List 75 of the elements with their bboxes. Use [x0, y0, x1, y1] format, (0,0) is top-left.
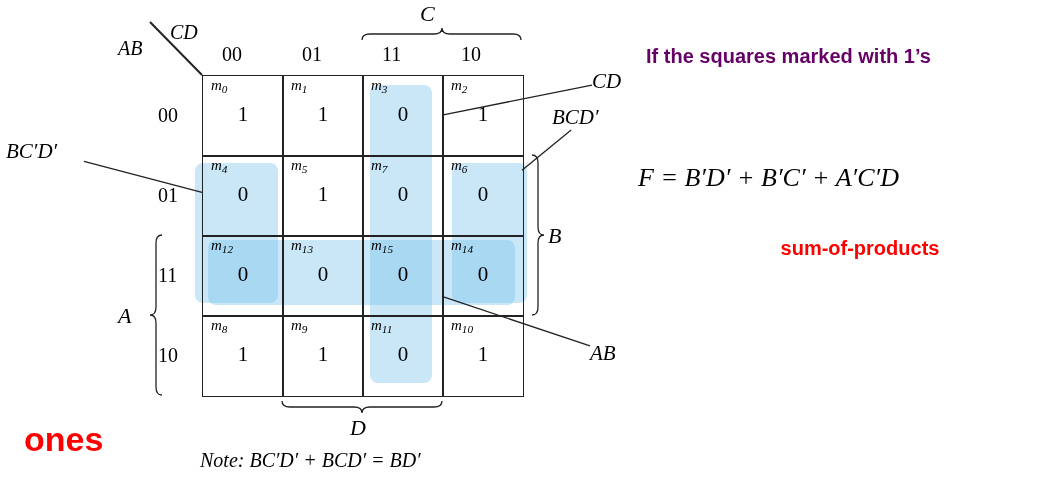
cell-value: 1 — [236, 104, 250, 125]
kmap-cell — [282, 75, 364, 157]
cell-value: 0 — [476, 264, 490, 285]
cell-value: 1 — [316, 184, 330, 205]
minterm-label: m$_{0}$ — [211, 78, 228, 93]
minterm-label: m$_{14}$ — [451, 238, 474, 253]
label-text: 01 — [302, 42, 323, 67]
minterm-label: m$_{15}$ — [371, 238, 394, 253]
kmap-cell — [442, 75, 524, 157]
cell-value: 1 — [316, 104, 330, 125]
label-text: ones — [24, 419, 105, 460]
minterm-label: m$_{9}$ — [291, 318, 308, 333]
kmap-cell — [202, 235, 284, 317]
kmap-cell — [202, 315, 284, 397]
label-text: 10 — [158, 343, 179, 368]
cell-value: 0 — [236, 184, 250, 205]
minterm-label: m$_{5}$ — [291, 158, 308, 173]
kmap-cell — [362, 235, 444, 317]
kmap-cell — [442, 155, 524, 237]
minterm-label: m$_{2}$ — [451, 78, 468, 93]
kmap-cell — [362, 315, 444, 397]
label-text: 11 — [158, 263, 179, 288]
label-text: F = B′D′ + B′C′ + A′C′D — [638, 162, 901, 194]
kmap-cell — [282, 315, 364, 397]
kmap-cell — [362, 75, 444, 157]
label-text: B — [548, 222, 563, 250]
minterm-label: m$_{6}$ — [451, 158, 468, 173]
label-text: sum-of-products — [779, 236, 941, 261]
label-text: A — [118, 302, 133, 330]
kmap-cell — [362, 155, 444, 237]
label-text: 11 — [382, 42, 403, 67]
cell-value: 0 — [476, 184, 490, 205]
cell-value: 1 — [476, 104, 490, 125]
callout-text: CD — [592, 68, 634, 94]
cell-value: 1 — [316, 344, 330, 365]
kmap-cell — [282, 235, 364, 317]
minterm-label: m$_{10}$ — [451, 318, 474, 333]
label-text: 01 — [158, 183, 179, 208]
cell-value: 1 — [476, 344, 490, 365]
label-text: 10 — [461, 42, 482, 67]
kmap-cell — [442, 315, 524, 397]
cell-value: 0 — [236, 264, 250, 285]
kmap-cell — [282, 155, 364, 237]
label-text: CD — [170, 20, 199, 45]
leader-line — [441, 84, 593, 116]
minterm-label: m$_{13}$ — [291, 238, 314, 253]
minterm-label: m$_{7}$ — [371, 158, 388, 173]
cell-value: 1 — [236, 344, 250, 365]
cell-value: 0 — [396, 184, 410, 205]
label-text: Note: BC′D′ + BCD′ = BD′ — [200, 448, 422, 473]
leader-line — [441, 295, 591, 347]
minterm-label: m$_{8}$ — [211, 318, 228, 333]
callout-text: AB — [590, 340, 632, 366]
label-text: C — [420, 0, 436, 28]
minterm-label: m$_{3}$ — [371, 78, 388, 93]
minterm-label: m$_{11}$ — [371, 318, 393, 333]
label-text: 00 — [158, 103, 179, 128]
leader-line — [83, 160, 203, 194]
cell-value: 0 — [396, 264, 410, 285]
cell-value: 0 — [396, 344, 410, 365]
label-text: 00 — [222, 42, 243, 67]
kmap-cell — [202, 75, 284, 157]
minterm-label: m$_{1}$ — [291, 78, 308, 93]
minterm-label: m$_{4}$ — [211, 158, 228, 173]
kmap-cell — [202, 155, 284, 237]
callout-text: BCD′ — [552, 104, 622, 130]
leader-line — [521, 129, 572, 171]
minterm-label: m$_{12}$ — [211, 238, 234, 253]
cell-value: 0 — [396, 104, 410, 125]
label-text: If the squares marked with 1’s — [646, 44, 932, 69]
callout-text: BC′D′ — [6, 138, 84, 164]
label-text: D — [350, 414, 367, 442]
label-text: AB — [118, 36, 144, 61]
kmap-cell — [442, 235, 524, 317]
cell-value: 0 — [316, 264, 330, 285]
